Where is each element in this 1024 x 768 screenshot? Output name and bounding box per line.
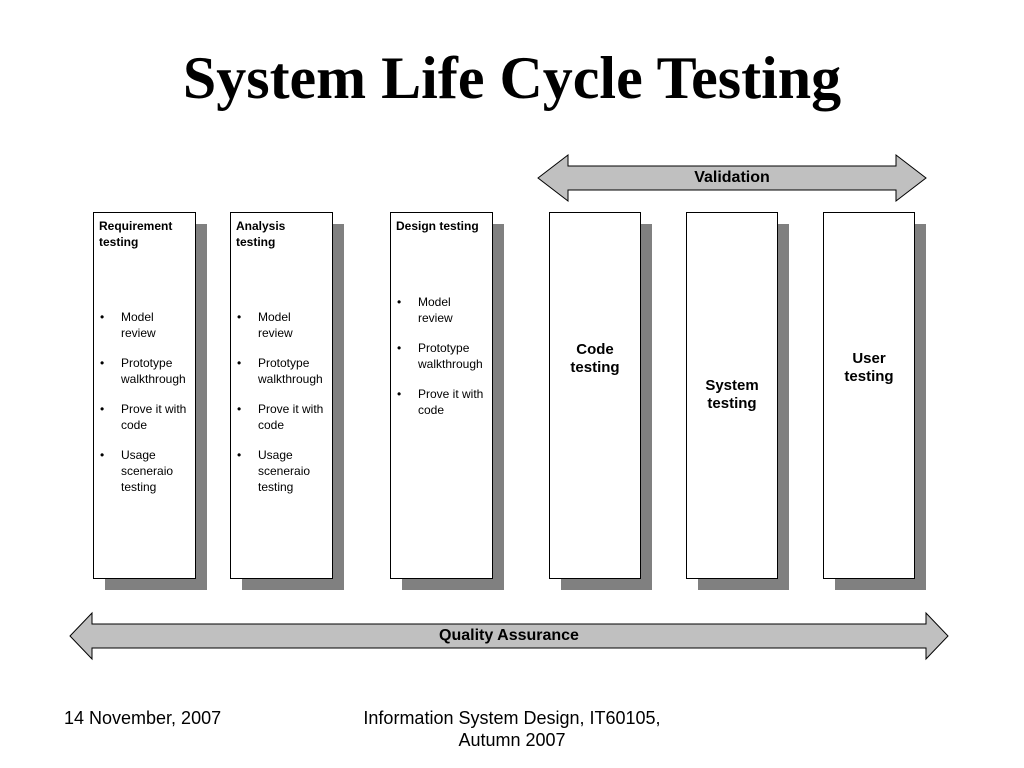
list-item: •Prototype walkthrough	[397, 341, 483, 371]
box-list: •Model review •Prototype walkthrough •Pr…	[231, 309, 332, 509]
box-title: Design testing	[396, 219, 479, 233]
box-label: System testing	[705, 377, 759, 412]
analysis-testing-box: Analysis testing •Model review •Prototyp…	[230, 212, 333, 579]
slide-title: System Life Cycle Testing	[182, 45, 842, 111]
quality-assurance-arrow	[69, 611, 949, 661]
validation-label: Validation	[694, 169, 770, 186]
list-item: •Model review	[100, 310, 156, 340]
list-item: •Prove it with code	[100, 402, 187, 432]
code-testing-box: Code testing	[549, 212, 641, 579]
user-testing-box: User testing	[823, 212, 915, 579]
box-title: Requirement testing	[99, 219, 173, 249]
list-item: •Usage sceneraio testing	[100, 448, 174, 494]
list-item: •Model review	[397, 295, 453, 325]
list-item: •Model review	[237, 310, 293, 340]
footer-date: 14 November, 2007	[64, 708, 222, 728]
footer-course: Information System Design, IT60105, Autu…	[363, 708, 661, 750]
box-label: Code testing	[570, 341, 620, 376]
list-item: •Prototype walkthrough	[237, 356, 323, 386]
list-item: •Prove it with code	[237, 402, 324, 432]
list-item: •Usage sceneraio testing	[237, 448, 311, 494]
design-testing-box: Design testing •Model review •Prototype …	[390, 212, 493, 579]
box-list: •Model review •Prototype walkthrough •Pr…	[391, 294, 492, 432]
box-title: Analysis testing	[236, 219, 286, 249]
validation-arrow	[537, 153, 927, 203]
requirement-testing-box: Requirement testing •Model review •Proto…	[93, 212, 196, 579]
list-item: •Prove it with code	[397, 387, 484, 417]
box-label: User testing	[844, 350, 894, 385]
box-list: •Model review •Prototype walkthrough •Pr…	[94, 309, 195, 509]
system-testing-box: System testing	[686, 212, 778, 579]
list-item: •Prototype walkthrough	[100, 356, 186, 386]
quality-assurance-label: Quality Assurance	[439, 627, 579, 644]
